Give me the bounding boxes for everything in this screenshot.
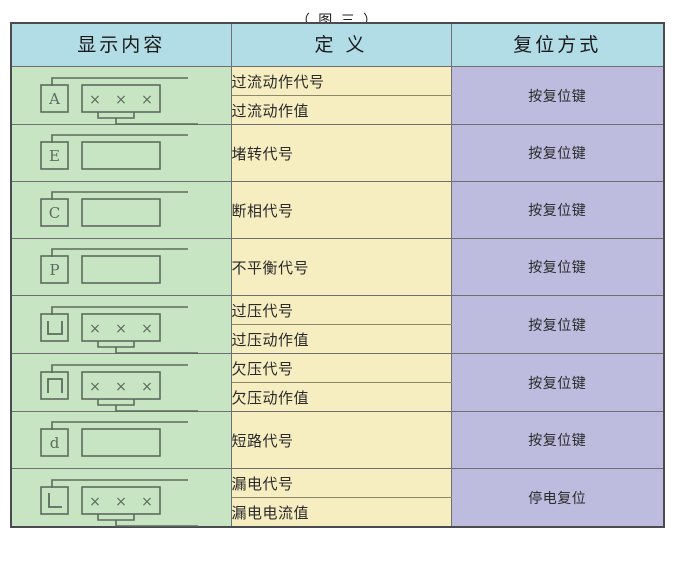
table-row-sub: 欠压动作值	[11, 382, 664, 412]
reset-method-cell: 按复位键	[450, 411, 665, 469]
reset-method-cell: 按复位键	[450, 124, 665, 182]
display-symbol-cell: E	[10, 124, 232, 182]
svg-text:×: ×	[141, 321, 153, 337]
svg-text:×: ×	[89, 494, 101, 510]
svg-text:E: E	[49, 147, 60, 165]
table-row-sub: 过压动作值	[11, 324, 664, 354]
table-row: E 堵转代号按复位键	[10, 124, 665, 182]
column-header-display: 显示内容	[10, 22, 232, 67]
definition-cell: 短路代号	[230, 411, 452, 469]
table-row: × × × 漏电代号停电复位	[10, 468, 665, 528]
display-symbol-icon: P	[38, 243, 210, 291]
table-row-sub: 漏电电流值	[11, 497, 664, 528]
svg-text:×: ×	[115, 379, 127, 395]
table-row: A × × × 过流动作代号按复位键	[10, 66, 665, 125]
definition-cell: 过压动作值	[230, 324, 452, 354]
display-symbol-cell: P	[10, 238, 232, 296]
definition-cell: 过压代号	[230, 295, 452, 325]
reset-method-cell: 按复位键	[450, 181, 665, 239]
display-symbol-cell: d	[10, 411, 232, 469]
table-header-row: 显示内容 定 义 复位方式	[10, 22, 665, 67]
table-row-sub: 过流动作值	[11, 95, 664, 125]
definition-cell: 欠压动作值	[230, 382, 452, 412]
display-symbol-cell: × × ×	[10, 468, 232, 528]
table-row: d 短路代号按复位键	[10, 411, 665, 469]
column-header-reset: 复位方式	[450, 22, 665, 67]
display-symbol-icon: × × ×	[38, 359, 210, 412]
svg-text:×: ×	[115, 92, 127, 108]
svg-text:A: A	[48, 90, 60, 108]
table-row: × × × 欠压代号按复位键	[10, 353, 665, 412]
column-header-label: 复位方式	[513, 34, 602, 56]
column-header-label: 显示内容	[77, 34, 166, 56]
svg-text:×: ×	[89, 379, 101, 395]
table-row: P 不平衡代号按复位键	[10, 238, 665, 296]
svg-text:d: d	[50, 434, 60, 452]
svg-text:×: ×	[141, 92, 153, 108]
column-header-label: 定 义	[314, 34, 368, 56]
definition-cell: 欠压代号	[230, 353, 452, 383]
reset-method-cell: 按复位键	[450, 353, 665, 412]
svg-text:×: ×	[141, 494, 153, 510]
svg-text:×: ×	[115, 321, 127, 337]
display-symbol-cell: C	[10, 181, 232, 239]
definition-cell: 漏电代号	[230, 468, 452, 498]
svg-text:×: ×	[89, 92, 101, 108]
svg-text:C: C	[49, 204, 60, 222]
svg-text:×: ×	[115, 494, 127, 510]
svg-text:×: ×	[89, 321, 101, 337]
svg-text:P: P	[49, 261, 59, 279]
display-symbol-icon: A × × ×	[38, 72, 210, 125]
display-symbol-cell: × × ×	[10, 353, 232, 412]
column-header-definition: 定 义	[230, 22, 452, 67]
definition-cell: 不平衡代号	[230, 238, 452, 296]
display-symbol-icon: × × ×	[38, 301, 210, 354]
definition-cell: 过流动作代号	[230, 66, 452, 96]
display-symbol-icon: d	[38, 416, 210, 464]
reset-method-cell: 停电复位	[450, 468, 665, 528]
table-row: × × × 过压代号按复位键	[10, 295, 665, 354]
reset-method-cell: 按复位键	[450, 66, 665, 125]
display-symbol-cell: × × ×	[10, 295, 232, 354]
definition-cell: 过流动作值	[230, 95, 452, 125]
reset-method-cell: 按复位键	[450, 238, 665, 296]
display-symbol-cell: A × × ×	[10, 66, 232, 125]
display-symbol-icon: C	[38, 186, 210, 234]
reset-method-cell: 按复位键	[450, 295, 665, 354]
definition-cell: 漏电电流值	[230, 497, 452, 528]
svg-text:×: ×	[141, 379, 153, 395]
display-symbol-icon: E	[38, 129, 210, 177]
table-row: C 断相代号按复位键	[10, 181, 665, 239]
definition-cell: 断相代号	[230, 181, 452, 239]
display-symbol-icon: × × ×	[38, 474, 210, 527]
definition-cell: 堵转代号	[230, 124, 452, 182]
